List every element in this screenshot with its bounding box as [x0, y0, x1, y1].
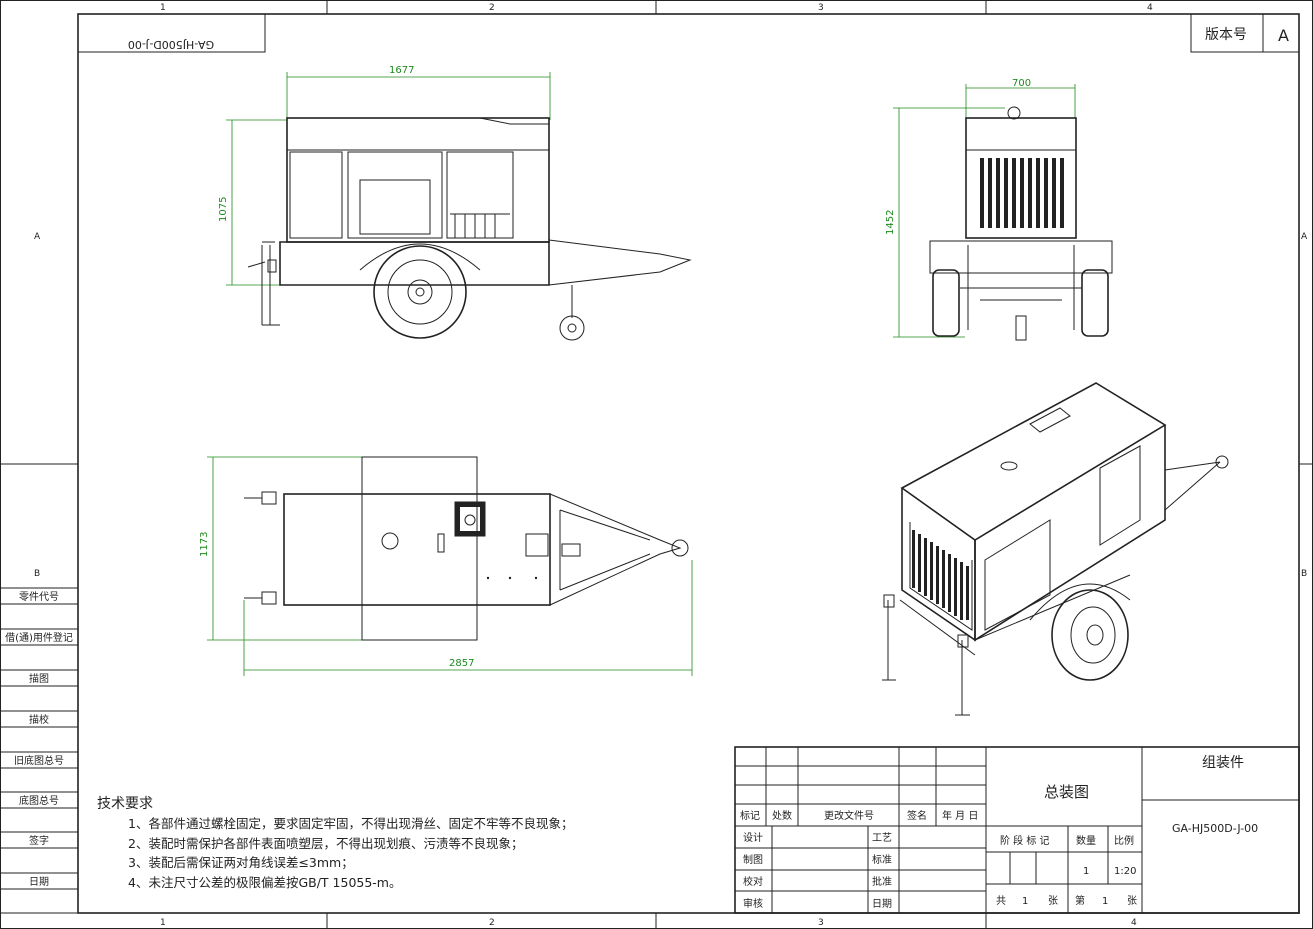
sheet-page-prefix: 第 — [1075, 894, 1085, 907]
zone-row-a-right: A — [1301, 232, 1308, 242]
version-value: A — [1278, 26, 1289, 45]
side-dimensions — [226, 72, 551, 286]
strip-old-base-number: 旧底图总号 — [14, 754, 64, 767]
label-check: 校对 — [743, 875, 763, 888]
strip-date: 日期 — [29, 876, 49, 888]
zone-col-2-bottom: 2 — [489, 918, 495, 928]
dim-top-length: 2857 — [449, 658, 474, 669]
rev-header-change-file: 更改文件号 — [824, 809, 874, 822]
strip-base-number: 底图总号 — [19, 794, 59, 807]
side-view: 1677 1075 — [218, 65, 692, 341]
tech-title: 技术要求 — [97, 796, 153, 812]
top-dimensions — [207, 456, 693, 676]
sheet-page-suffix: 张 — [1127, 895, 1137, 907]
assembly-label: 组装件 — [1202, 755, 1244, 771]
isometric-view — [882, 382, 1229, 716]
left-strip-grid — [0, 587, 78, 914]
drawing-name: 总装图 — [1044, 783, 1089, 801]
quantity-value: 1 — [1083, 866, 1089, 877]
zone-row-a-left: A — [34, 232, 41, 242]
strip-part-code: 零件代号 — [19, 591, 59, 603]
tech-item-4: 4、未注尺寸公差的极限偏差按GB/T 15055-m。 — [128, 875, 402, 890]
mirrored-code: GA-HJ500D-J-00 — [128, 38, 214, 51]
top-view: 1173 2857 — [199, 456, 693, 676]
zone-col-1-bottom: 1 — [160, 918, 166, 928]
rev-header-signature: 签名 — [907, 809, 927, 822]
rev-header-mark: 标记 — [740, 810, 760, 822]
label-design: 设计 — [743, 831, 763, 844]
sheet-total-number: 1 — [1022, 896, 1028, 907]
dim-front-height: 1452 — [885, 210, 896, 235]
zone-col-3-top: 3 — [818, 3, 824, 13]
tech-item-3: 3、装配后需保证两对角线误差≤3mm； — [128, 855, 354, 870]
sheet-page-number: 1 — [1102, 896, 1108, 907]
dim-front-width: 700 — [1012, 78, 1031, 89]
dim-top-width: 1173 — [199, 532, 210, 557]
dim-side-length: 1677 — [389, 65, 414, 76]
zone-col-4-bottom: 4 — [1131, 918, 1137, 928]
zone-col-3-bottom: 3 — [818, 918, 824, 928]
zone-col-4-top: 4 — [1147, 3, 1153, 13]
label-review: 审核 — [743, 897, 763, 910]
strip-borrowed-register: 借(通)用件登记 — [5, 631, 73, 644]
mirrored-code-box — [77, 13, 266, 53]
label-process: 工艺 — [872, 832, 892, 844]
label-date: 日期 — [872, 898, 892, 910]
label-stage-mark: 阶 段 标 记 — [1000, 834, 1050, 847]
rev-header-count: 处数 — [772, 809, 792, 822]
scale-value: 1:20 — [1114, 866, 1136, 877]
inner-frame — [77, 13, 1300, 914]
dim-side-height: 1075 — [218, 197, 229, 222]
zone-col-1-top: 1 — [160, 3, 166, 13]
tech-item-1: 1、各部件通过螺栓固定，要求固定牢固，不得出现滑丝、固定不牢等不良现象； — [128, 816, 573, 831]
drawing-code: GA-HJ500D-J-00 — [1172, 822, 1258, 835]
label-drafting: 制图 — [743, 853, 763, 866]
label-standard: 标准 — [872, 854, 892, 866]
front-dimensions — [893, 84, 1076, 338]
zone-row-b-right: B — [1301, 569, 1307, 579]
strip-signature: 签字 — [29, 834, 49, 847]
version-box — [1190, 13, 1300, 53]
version-label: 版本号 — [1205, 27, 1247, 43]
sheet-total-suffix: 张 — [1048, 895, 1058, 907]
sheet-total-prefix: 共 — [996, 895, 1006, 907]
label-quantity: 数量 — [1076, 834, 1096, 847]
rev-header-date: 年 月 日 — [942, 809, 978, 822]
title-block: 标记 处数 更改文件号 签名 年 月 日 设计 制图 校对 审核 工艺 标准 批… — [734, 746, 1300, 914]
front-view: 700 1452 — [885, 78, 1113, 341]
label-approve: 批准 — [872, 875, 892, 888]
strip-tracing: 描图 — [29, 672, 49, 685]
tech-item-2: 2、装配时需保护各部件表面喷塑层，不得出现划痕、污渍等不良现象； — [128, 836, 523, 851]
zone-row-b-left: B — [34, 569, 40, 579]
label-scale: 比例 — [1114, 834, 1134, 847]
strip-tracing-check: 描校 — [29, 713, 49, 726]
zone-col-2-top: 2 — [489, 3, 495, 13]
